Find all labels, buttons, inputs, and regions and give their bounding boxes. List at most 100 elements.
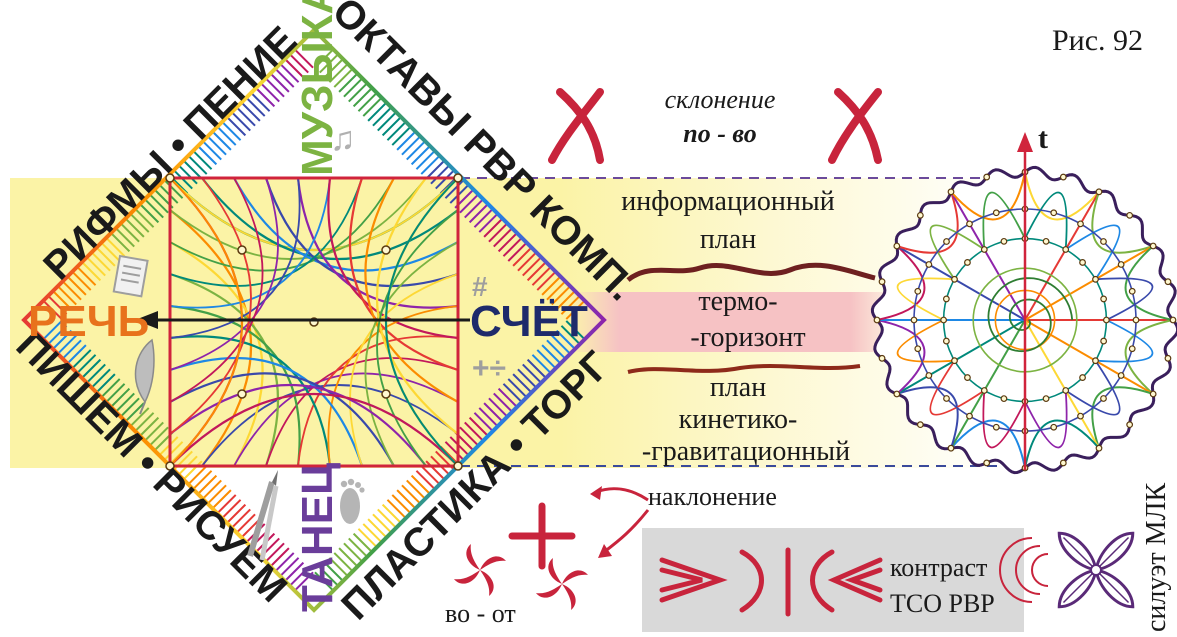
rosette-node xyxy=(1042,395,1050,403)
rosette-node xyxy=(943,238,950,245)
node-dot xyxy=(453,461,463,471)
silhouette-wave xyxy=(1015,545,1041,595)
comb-tick xyxy=(61,339,82,360)
comb-tick xyxy=(565,320,586,341)
rosette-node xyxy=(878,354,886,362)
vertex-top-music: МУЗЫКА xyxy=(293,0,342,176)
comb-tick xyxy=(81,358,102,379)
comb-tick xyxy=(464,198,484,219)
comb-tick xyxy=(531,266,552,286)
inner-square xyxy=(168,176,460,468)
rosette-petal xyxy=(1024,191,1068,250)
comb-tick xyxy=(274,552,295,573)
comb-tick xyxy=(522,363,542,384)
comb-tick xyxy=(47,325,68,345)
comb-tick xyxy=(269,547,290,568)
comb-tick xyxy=(420,465,441,486)
comb-tick xyxy=(478,212,499,233)
inclination-arrows xyxy=(595,487,650,554)
comb-tick xyxy=(497,232,518,253)
node-dot xyxy=(381,389,391,399)
comb-tick xyxy=(42,320,63,341)
comb-tick xyxy=(319,53,339,74)
comb-tick xyxy=(119,397,140,418)
comb-tick xyxy=(274,67,295,88)
string-curve xyxy=(327,177,459,340)
comb-tick xyxy=(66,275,87,296)
comb-tick xyxy=(76,354,97,374)
t-axis-head xyxy=(1017,132,1033,152)
thermo-line1: термо- xyxy=(698,286,777,317)
comb-tick xyxy=(231,111,251,132)
comb-tick xyxy=(531,354,552,374)
comb-tick xyxy=(488,222,509,243)
comb-tick xyxy=(444,441,465,461)
string-curve xyxy=(385,177,459,467)
comb-tick xyxy=(415,150,436,170)
node-dot xyxy=(381,245,391,255)
declension-x-left xyxy=(548,88,604,164)
comb-tick xyxy=(279,63,300,83)
contrast-symbol xyxy=(659,547,883,617)
comb-tick xyxy=(459,426,480,447)
rosette-node xyxy=(1100,337,1108,345)
comb-tick xyxy=(226,116,247,137)
comb-tick xyxy=(522,256,542,277)
comb-tick xyxy=(478,407,499,428)
string-curve xyxy=(169,335,332,467)
rosette-node xyxy=(1128,345,1136,353)
rosette-petal xyxy=(982,390,1026,449)
quill-icon xyxy=(134,338,155,415)
comb-tick xyxy=(110,232,131,253)
music-note-icon: ♫ xyxy=(330,120,356,158)
inclination-bottom: во - от xyxy=(445,599,516,628)
comb-tick xyxy=(148,426,169,447)
comb-tick xyxy=(293,48,314,69)
string-curve xyxy=(201,177,459,261)
silhouette-mlk-symbol xyxy=(999,531,1135,609)
string-curve xyxy=(169,392,459,467)
rosette-node xyxy=(1095,188,1103,196)
comb-tick xyxy=(163,179,184,199)
silhouette-wave xyxy=(1031,553,1049,587)
rosette-petal xyxy=(1091,191,1154,254)
comb-tick xyxy=(348,82,368,103)
comb-tick xyxy=(71,349,92,370)
rosette-petal xyxy=(876,245,926,321)
rosette-node xyxy=(966,220,973,228)
comb-tick xyxy=(415,470,436,490)
comb-tick xyxy=(473,412,494,432)
comb-tick xyxy=(90,368,111,389)
rosette-node xyxy=(942,295,950,303)
kin-plane-line2: кинетико- xyxy=(679,404,798,435)
string-curve xyxy=(169,177,331,309)
rosette-spoke xyxy=(1024,191,1100,321)
rosette-node xyxy=(1079,374,1086,381)
comb-tick xyxy=(235,513,256,534)
silhouette-label: силуэт МЛК xyxy=(1141,482,1172,632)
comb-tick xyxy=(182,460,203,481)
string-curve xyxy=(296,177,459,309)
comb-tick xyxy=(240,518,261,539)
comb-tick xyxy=(517,368,538,389)
comb-tick xyxy=(129,407,150,428)
rosette-node xyxy=(966,412,973,420)
comb-tick xyxy=(250,92,271,112)
rosette-node xyxy=(1059,173,1067,181)
comb-tick xyxy=(372,106,393,127)
rosette-node xyxy=(940,316,947,324)
comb-tick xyxy=(187,465,208,486)
comb-tick xyxy=(255,87,276,108)
comb-tick xyxy=(343,77,364,98)
comb-tick xyxy=(221,499,242,519)
rosette-node xyxy=(992,423,1000,431)
node-dot xyxy=(165,461,175,471)
string-curve xyxy=(348,177,459,372)
comb-tick xyxy=(293,571,314,592)
rosette-node xyxy=(980,387,988,394)
comb-tick xyxy=(47,295,68,315)
comb-tick xyxy=(163,441,184,461)
comb-tick xyxy=(245,96,266,117)
string-curve xyxy=(169,177,301,339)
rosette-petal xyxy=(896,277,955,321)
